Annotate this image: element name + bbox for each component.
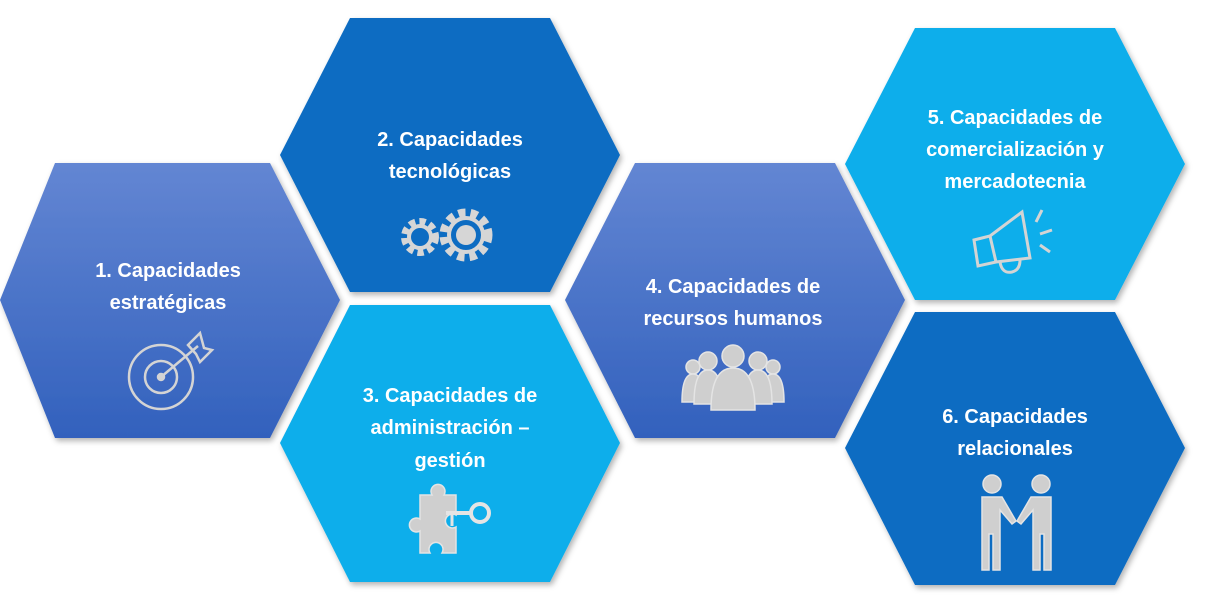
hexagon-relational: 6. Capacidades relacionales [845,312,1185,585]
puzzle-key-icon [408,483,491,554]
hexagon-label-line: administración – [371,417,530,439]
hexagon-label-line: tecnológicas [389,161,511,183]
people-group-icon [681,344,785,411]
hexagon-label-line: relacionales [957,438,1073,460]
hexagon-label-line: 3. Capacidades de [363,385,538,407]
hexagon-label-line: estratégicas [110,292,227,314]
hexagon-label-line: comercialización y [926,139,1105,161]
hexagon-strategic: 1. Capacidades estratégicas [0,163,340,438]
hexagon-label-line: recursos humanos [644,308,823,330]
hexagon-label-line: 4. Capacidades de [646,276,821,298]
hexagon-label-line: mercadotecnia [944,171,1086,193]
target-arrow-icon [127,330,215,411]
hexagon-label-line: 1. Capacidades [95,260,241,282]
hexagon-marketing: 5. Capacidades de comercialización y mer… [845,28,1185,300]
hexagon-administration: 3. Capacidades de administración – gesti… [280,305,620,582]
hexagon-label-line: 2. Capacidades [377,129,523,151]
hexagon-technological: 2. Capacidades tecnológicas [280,18,620,292]
hexagon-label-line: gestión [414,450,485,472]
gears-icon [401,208,493,262]
hexagon-human-resources: 4. Capacidades de recursos humanos [565,163,905,438]
handshake-icon [981,474,1052,571]
megaphone-icon [972,209,1053,274]
hexagon-label-line: 6. Capacidades [942,406,1088,428]
hexagon-label-line: 5. Capacidades de [928,107,1103,129]
